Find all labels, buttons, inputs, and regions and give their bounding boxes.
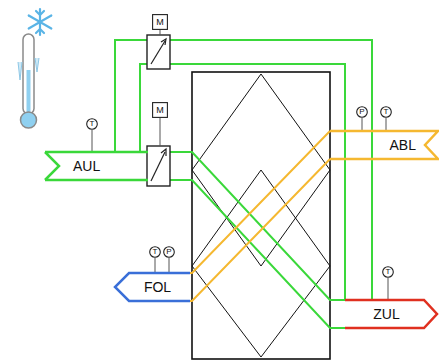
sensor-circle	[150, 247, 161, 258]
duct-wall	[148, 152, 345, 300]
duct-wall	[148, 180, 345, 328]
duct-label: ZUL	[373, 307, 399, 321]
sensor-letter: T	[386, 268, 391, 276]
sensor-circle	[383, 267, 394, 278]
sensor-letter: M	[156, 18, 164, 27]
actuator-stem	[160, 118, 161, 146]
pressure-sensor: P	[163, 246, 175, 258]
duct-outline	[330, 131, 438, 159]
bypass-duct-wall	[115, 40, 372, 300]
sensor-stem	[92, 130, 93, 152]
extract-air-duct: ABL	[330, 131, 438, 159]
sensor-letter: P	[166, 248, 171, 256]
snowflake-branch	[36, 11, 44, 33]
cold-icon	[18, 9, 51, 128]
supply-air-duct: ZUL	[345, 300, 437, 328]
pressure-sensor: P	[356, 106, 368, 118]
sensor-circle	[381, 107, 392, 118]
heat-exchanger	[192, 72, 330, 359]
duct-flow	[190, 131, 330, 301]
duct-wall	[190, 159, 330, 301]
damper-housing	[147, 35, 170, 69]
thermometer-fluid	[27, 70, 31, 116]
duct-outline	[115, 273, 190, 301]
actuator-motor: M	[152, 14, 168, 30]
icicle-symbol	[18, 58, 39, 80]
sensor-stem	[155, 258, 156, 273]
intake-damper	[147, 146, 170, 186]
temperature-sensor: T	[380, 106, 392, 118]
damper-blade	[151, 152, 165, 181]
sensor-stem	[362, 118, 363, 131]
temperature-sensor: T	[86, 118, 98, 130]
exhaust-air-duct: FOL	[115, 273, 190, 301]
snowflake-arm	[29, 16, 52, 29]
damper-arrow	[161, 39, 166, 45]
sensor-letter: T	[153, 248, 158, 256]
bypass-damper	[147, 35, 170, 69]
sensor-stem	[386, 118, 387, 131]
temperature-sensor: T	[149, 246, 161, 258]
sensor-letter: P	[359, 108, 364, 116]
sensor-circle	[357, 107, 368, 118]
duct-wall	[190, 131, 330, 273]
damper-blade	[151, 41, 165, 64]
duct-outline	[45, 152, 148, 180]
actuator-stem	[160, 30, 161, 35]
outdoor-air-duct: AUL	[45, 152, 148, 180]
damper-arrow	[161, 149, 166, 156]
motor-box	[153, 103, 168, 118]
sensor-letter: T	[384, 108, 389, 116]
sensor-letter: M	[156, 106, 164, 115]
damper-housing	[147, 146, 170, 186]
extract-air-duct-outline	[330, 131, 438, 159]
temperature-sensor: T	[382, 266, 394, 278]
duct-outline	[345, 300, 437, 328]
actuator-motor: M	[152, 102, 168, 118]
duct-label: AUL	[73, 159, 100, 173]
sensor-stem	[169, 258, 170, 273]
exchanger-plates	[192, 74, 330, 357]
duct-label: ABL	[390, 138, 416, 152]
snowflake-arm	[29, 16, 52, 29]
sensor-circle	[164, 247, 175, 258]
sensor-stem	[388, 278, 389, 300]
sensor-circle	[87, 119, 98, 130]
snowflake-symbol	[29, 9, 52, 35]
sensor-letter: T	[90, 120, 95, 128]
duct-label: FOL	[144, 280, 171, 294]
motor-box	[153, 15, 168, 30]
sensor-stems	[92, 30, 388, 300]
thermometer-bulb	[21, 112, 37, 128]
